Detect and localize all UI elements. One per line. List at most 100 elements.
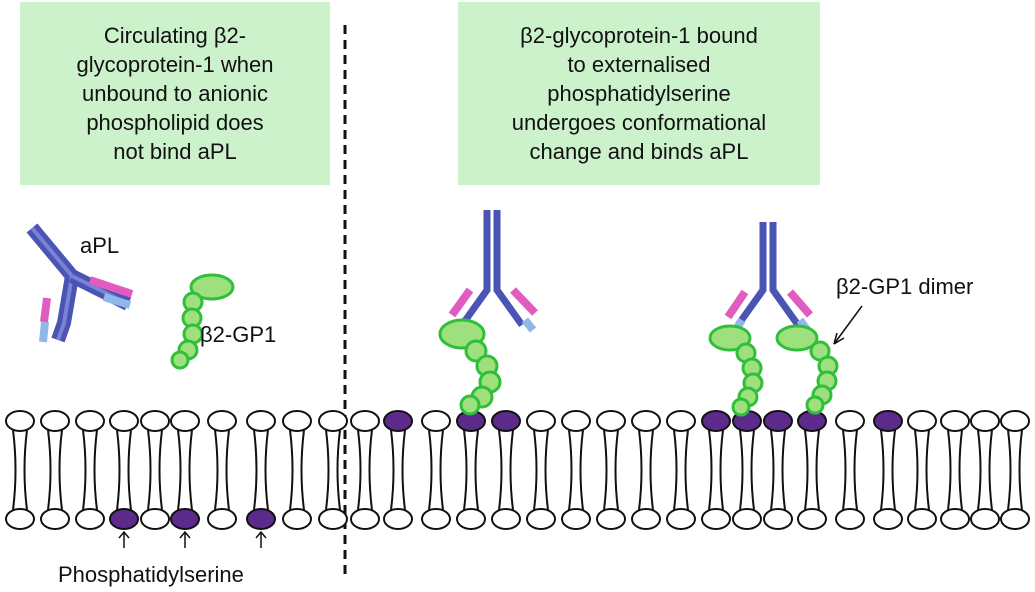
bound-apl-antibody-1	[448, 210, 538, 333]
lipid-molecule	[763, 410, 793, 530]
phospholipid-head	[666, 508, 696, 530]
lipid-molecule	[491, 410, 521, 530]
lipid-molecule	[526, 410, 556, 530]
phospholipid-head	[109, 410, 139, 432]
lipid-bilayer	[5, 410, 1030, 530]
apl-label: aPL	[80, 233, 120, 258]
phospholipid-head	[5, 410, 35, 432]
lipid-molecule	[631, 410, 661, 530]
lipid-molecule	[970, 410, 1000, 530]
phospholipid-head	[835, 410, 865, 432]
phospholipid-head	[732, 508, 762, 530]
phospholipid-head	[907, 410, 937, 432]
phosphatidylserine-arrows	[118, 530, 267, 548]
lipid-molecule	[873, 410, 903, 530]
phospholipid-head	[797, 508, 827, 530]
phospholipid-head	[940, 508, 970, 530]
lipid-molecule	[561, 410, 591, 530]
lipid-molecule	[5, 410, 35, 530]
lipid-molecule	[246, 410, 276, 530]
left-panel-caption: Circulating β2- glycoprotein-1 when unbo…	[76, 23, 274, 164]
phospholipid-head	[282, 410, 312, 432]
phospholipid-head	[701, 508, 731, 530]
phospholipid-head	[631, 508, 661, 530]
phospholipid-head	[170, 410, 200, 432]
phospholipid-head	[140, 508, 170, 530]
bound-b2gp1-molecule-1	[438, 318, 502, 416]
lipid-molecule	[732, 410, 762, 530]
phospholipid-head	[491, 508, 521, 530]
lipid-molecule	[383, 410, 413, 530]
phospholipid-head	[246, 410, 276, 432]
phosphatidylserine-head	[383, 410, 413, 432]
phospholipid-head	[835, 508, 865, 530]
lipid-molecule	[666, 410, 696, 530]
right-panel-caption: β2-glycoprotein-1 bound to externalised …	[511, 23, 767, 164]
lipid-molecule	[835, 410, 865, 530]
phospholipid-head	[907, 508, 937, 530]
lipid-molecule	[318, 410, 348, 530]
phospholipid-head	[561, 410, 591, 432]
bound-apl-antibody-2	[724, 222, 814, 334]
lipid-molecule	[596, 410, 626, 530]
free-apl-antibody	[26, 223, 134, 343]
phospholipid-head	[383, 508, 413, 530]
phospholipid-head	[282, 508, 312, 530]
phospholipid-head	[526, 508, 556, 530]
phospholipid-head	[350, 508, 380, 530]
free-b2gp1-molecule	[170, 273, 235, 370]
phospholipid-head	[421, 508, 451, 530]
phospholipid-head	[970, 508, 1000, 530]
b2gp1-label: β2-GP1	[200, 322, 277, 347]
phospholipid-head	[75, 410, 105, 432]
phospholipid-head	[207, 508, 237, 530]
bound-b2gp1-dimer	[708, 324, 839, 417]
phospholipid-head	[596, 508, 626, 530]
lipid-molecule	[1000, 410, 1030, 530]
right-panel-caption-box: β2-glycoprotein-1 bound to externalised …	[458, 2, 820, 185]
phospholipid-head	[970, 410, 1000, 432]
lipid-molecule	[207, 410, 237, 530]
phospholipid-head	[666, 410, 696, 432]
b2gp1-dimer-label: β2-GP1 dimer	[836, 274, 974, 299]
phospholipid-head	[940, 410, 970, 432]
phosphatidylserine-head	[491, 410, 521, 432]
lipid-molecule	[75, 410, 105, 530]
phospholipid-head	[631, 410, 661, 432]
phospholipid-head	[456, 508, 486, 530]
phospholipid-head	[5, 508, 35, 530]
lipid-molecule	[40, 410, 70, 530]
lipid-molecule	[797, 410, 827, 530]
phosphatidylserine-head	[170, 508, 200, 530]
lipid-molecule	[350, 410, 380, 530]
phosphatidylserine-head	[701, 410, 731, 432]
phospholipid-head	[318, 508, 348, 530]
phospholipid-head	[421, 410, 451, 432]
phospholipid-head	[350, 410, 380, 432]
phospholipid-head	[873, 508, 903, 530]
phosphatidylserine-head	[246, 508, 276, 530]
phospholipid-head	[40, 508, 70, 530]
phospholipid-head	[207, 410, 237, 432]
dimer-arrow	[833, 305, 863, 345]
lipid-molecule	[701, 410, 731, 530]
phospholipid-head	[1000, 410, 1030, 432]
lipid-molecule	[940, 410, 970, 530]
lipid-molecule	[456, 410, 486, 530]
phospholipid-head	[318, 410, 348, 432]
phosphatidylserine-head	[763, 410, 793, 432]
phospholipid-head	[526, 410, 556, 432]
phosphatidylserine-head	[873, 410, 903, 432]
left-panel-caption-box: Circulating β2- glycoprotein-1 when unbo…	[20, 2, 330, 185]
phospholipid-head	[596, 410, 626, 432]
phospholipid-head	[561, 508, 591, 530]
lipid-molecule	[421, 410, 451, 530]
phospholipid-head	[140, 410, 170, 432]
phospholipid-head	[40, 410, 70, 432]
phospholipid-head	[1000, 508, 1030, 530]
lipid-molecule	[170, 410, 200, 530]
lipid-molecule	[282, 410, 312, 530]
phospholipid-head	[75, 508, 105, 530]
lipid-molecule	[907, 410, 937, 530]
